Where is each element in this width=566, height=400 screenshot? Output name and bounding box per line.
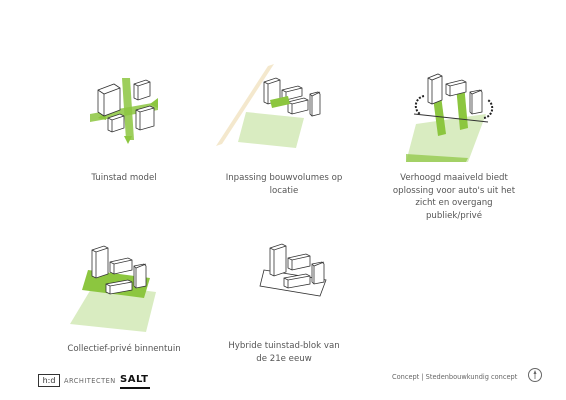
caption-line: de 21e eeuw	[256, 353, 312, 364]
caption-line: Inpassing bouwvolumes op	[225, 173, 343, 183]
caption-line: oplossing voor auto's uit het	[392, 185, 516, 196]
north-arrow-icon	[528, 368, 542, 382]
hd-logo-text: h:d	[42, 376, 56, 385]
caption-line: Tuinstad model	[91, 173, 157, 183]
caption-line: publiek/privé	[425, 210, 483, 221]
diagram-verhoogd-maaiveld	[406, 66, 496, 166]
caption-line: Hybride tuinstad-blok van	[228, 341, 340, 351]
salt-logo-underline	[120, 387, 150, 389]
caption-line: Verhoogd maaiveld biedt	[400, 173, 508, 183]
caption-collectief-prive-binnentuin: Collectief-privé binnentuin	[54, 343, 194, 356]
caption-line: locatie	[269, 185, 299, 196]
caption-inpassing-bouwvolumes: Inpassing bouwvolumes op locatie	[224, 172, 344, 197]
caption-tuinstad-model: Tuinstad model	[64, 172, 184, 185]
concept-label: Concept | Stedenbouwkundig concept	[392, 373, 518, 381]
hd-logo: h:d	[38, 374, 60, 387]
diagram-hybride-tuinstad-blok	[256, 240, 336, 310]
caption-line: zicht en overgang	[415, 198, 493, 208]
salt-logo-text: SALT	[120, 374, 149, 385]
diagram-collectief-prive-binnentuin	[66, 240, 166, 336]
diagram-tuinstad-model	[84, 70, 164, 150]
caption-hybride-tuinstad-blok: Hybride tuinstad-blok van de 21e eeuw	[224, 340, 344, 365]
architecten-label: ARCHITECTEN	[64, 377, 116, 385]
diagram-inpassing-bouwvolumes	[212, 60, 332, 160]
salt-logo: SALT	[120, 374, 148, 386]
caption-verhoogd-maaiveld: Verhoogd maaiveld biedt oplossing voor a…	[384, 172, 524, 222]
caption-line: Collectief-privé binnentuin	[67, 344, 181, 354]
